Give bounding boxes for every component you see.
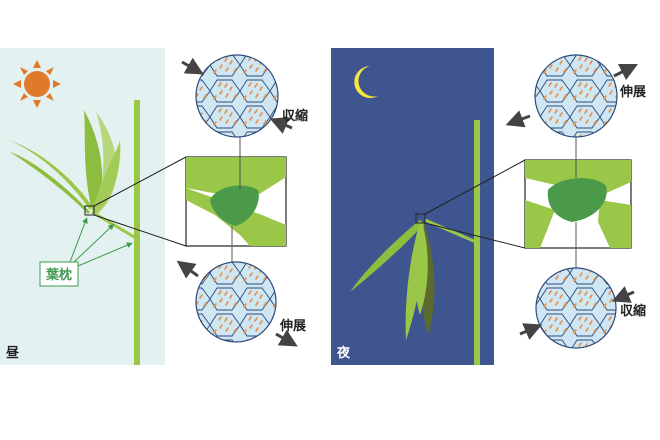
night-bottom-arrow-in-1 [611,286,635,303]
day-top-arrow-in-1 [181,57,204,75]
pulvinus-pointer-arrows [69,217,133,267]
day-panel-label: 昼 [6,345,19,361]
sun-icon [13,60,61,108]
night-leaf-left [350,220,424,292]
night-bottom-cells-label: 収縮 [620,303,646,319]
day-bottom-arrow-out-2 [275,329,298,347]
pulvinus-label-box [39,261,79,287]
night-top-cells [534,54,618,138]
night-zoom-lines [424,159,526,249]
day-bottom-cells [195,261,277,343]
pulvinus-label: 葉枕 [45,267,72,283]
day-pulvinus-marker [84,205,95,216]
night-panel-label: 夜 [336,345,351,361]
night-stem [474,120,480,365]
night-bottom-cells [535,267,617,349]
day-cell-connectors [231,132,241,262]
day-panel: 葉枕 昼 [0,48,165,365]
day-pulvinus-zoomed [210,185,259,226]
day-zoom-lines [93,156,187,247]
day-top-cells [195,54,279,138]
day-leaf-middle [84,110,103,212]
day-top-cells-label: 収縮 [282,108,308,124]
day-stem [134,100,140,365]
night-top-cells-label: 伸展 [619,84,647,100]
day-top-arrow-in-2 [269,117,293,134]
night-top-arrow-out-2 [613,63,639,81]
night-pulvinus-marker [415,213,426,224]
night-pulvinus-zoomed [547,178,607,222]
day-bottom-arrow-out-1 [176,260,199,279]
night-bottom-arrow-in-2 [519,323,543,340]
day-leaf-left-lower [10,152,90,214]
night-zoom-box [524,159,632,249]
night-leaf-right [414,222,428,315]
day-bottom-cells-label: 伸展 [279,318,307,334]
day-leaf-front [92,140,121,214]
night-panel: 夜 [331,48,494,365]
night-petiole [424,218,477,244]
night-top-arrow-out-1 [505,110,531,128]
day-zoom-box [185,156,287,247]
moon-icon [354,66,378,98]
